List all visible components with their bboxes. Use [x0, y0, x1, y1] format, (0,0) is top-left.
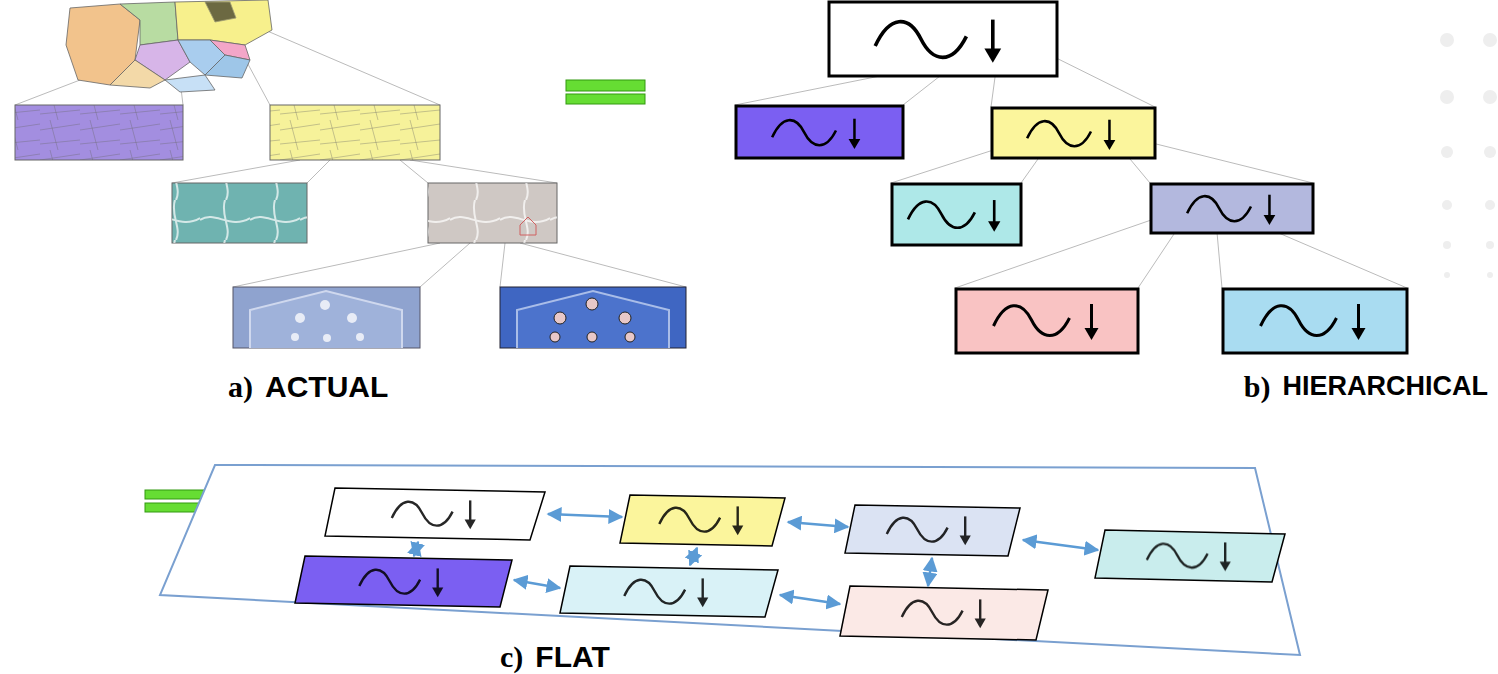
wave-arrow-icon — [359, 500, 1231, 628]
panel-letter: c) — [500, 640, 523, 673]
equals-sign — [145, 80, 645, 512]
panel-title: FLAT — [535, 640, 609, 673]
panel-letter: a) — [228, 370, 253, 403]
flat-boxes — [295, 488, 1285, 640]
double-arrows — [414, 514, 1098, 604]
panel-letter: b) — [1244, 370, 1271, 403]
house-tiles — [233, 287, 686, 348]
north-america-map — [66, 0, 272, 92]
panel-title: HIERARCHICAL — [1283, 372, 1489, 402]
hierarchy-boxes — [736, 2, 1407, 353]
decor-dots — [1440, 33, 1497, 278]
flat-plane — [160, 465, 1300, 655]
panel-title: ACTUAL — [265, 370, 388, 403]
map-tiles — [15, 105, 557, 243]
wave-arrow-icon — [772, 20, 1365, 340]
